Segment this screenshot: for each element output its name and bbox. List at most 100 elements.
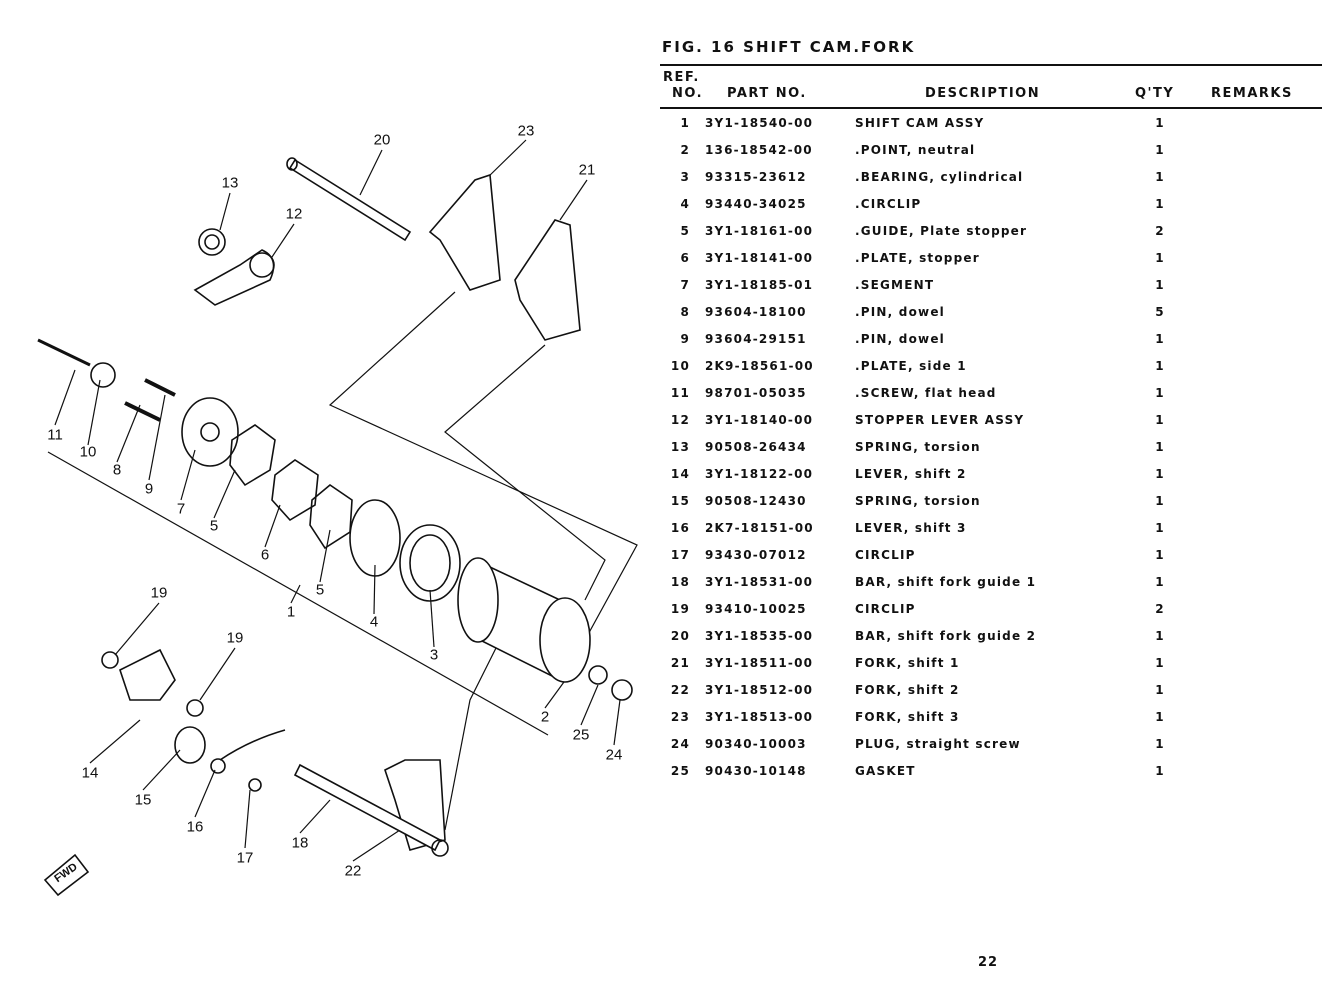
header-qty: Q'TY (1135, 86, 1175, 101)
callout-number: 22 (344, 862, 362, 880)
quantity: 1 (1155, 170, 1165, 184)
callout-number: 15 (134, 791, 152, 809)
divider (660, 107, 1322, 109)
callout-number: 19 (226, 629, 244, 647)
leader-lines (47, 139, 638, 862)
part-number: 3Y1-18513-00 (705, 710, 814, 724)
description: FORK, shift 3 (855, 710, 960, 724)
quantity: 1 (1155, 386, 1165, 400)
description: .GUIDE, Plate stopper (855, 224, 1028, 238)
table-row: 1 3Y1-18540-00 SHIFT CAM ASSY 1 (660, 116, 1322, 143)
ref-no: 21 (670, 656, 690, 670)
description: .PIN, dowel (855, 332, 945, 346)
part-number: 93604-18100 (705, 305, 807, 319)
callout-number: 8 (112, 461, 122, 479)
quantity: 1 (1155, 521, 1165, 535)
callout-number: 5 (315, 581, 325, 599)
quantity: 1 (1155, 413, 1165, 427)
quantity: 5 (1155, 305, 1165, 319)
ref-no: 11 (670, 386, 690, 400)
callout-number: 12 (285, 205, 303, 223)
ref-no: 3 (680, 170, 690, 184)
ref-no: 12 (670, 413, 690, 427)
quantity: 1 (1155, 332, 1165, 346)
callout-number: 9 (144, 480, 154, 498)
quantity: 1 (1155, 629, 1165, 643)
callout-number: 7 (176, 500, 186, 518)
exploded-parts-diagram (37, 139, 638, 897)
part-number: 3Y1-18185-01 (705, 278, 814, 292)
ref-no: 6 (680, 251, 690, 265)
part-number: 3Y1-18540-00 (705, 116, 814, 130)
quantity: 1 (1155, 494, 1165, 508)
description: .PLATE, stopper (855, 251, 980, 265)
quantity: 2 (1155, 224, 1165, 238)
table-row: 18 3Y1-18531-00 BAR, shift fork guide 1 1 (660, 575, 1322, 602)
quantity: 1 (1155, 656, 1165, 670)
part-number: 2K7-18151-00 (705, 521, 814, 535)
table-row: 21 3Y1-18511-00 FORK, shift 1 1 (660, 656, 1322, 683)
description: PLUG, straight screw (855, 737, 1021, 751)
description: .PIN, dowel (855, 305, 945, 319)
quantity: 1 (1155, 197, 1165, 211)
description: CIRCLIP (855, 602, 916, 616)
ref-no: 19 (670, 602, 690, 616)
ref-no: 9 (680, 332, 690, 346)
part-number: 3Y1-18161-00 (705, 224, 814, 238)
description: LEVER, shift 3 (855, 521, 967, 535)
quantity: 1 (1155, 359, 1165, 373)
callout-number: 3 (429, 646, 439, 664)
callout-number: 25 (572, 726, 590, 744)
description: BAR, shift fork guide 1 (855, 575, 1037, 589)
header-ref-line1: REF. (663, 70, 700, 85)
part-number: 2K9-18561-00 (705, 359, 814, 373)
part-number: 3Y1-18122-00 (705, 467, 814, 481)
ref-no: 25 (670, 764, 690, 778)
description: .BEARING, cylindrical (855, 170, 1024, 184)
description: SHIFT CAM ASSY (855, 116, 985, 130)
part-number: 90508-12430 (705, 494, 807, 508)
description: .POINT, neutral (855, 143, 976, 157)
callout-number: 11 (47, 426, 63, 444)
quantity: 1 (1155, 548, 1165, 562)
description: .PLATE, side 1 (855, 359, 967, 373)
quantity: 1 (1155, 737, 1165, 751)
callout-number: 14 (81, 764, 99, 782)
quantity: 2 (1155, 602, 1165, 616)
part-number: 3Y1-18531-00 (705, 575, 814, 589)
description: STOPPER LEVER ASSY (855, 413, 1025, 427)
description: FORK, shift 1 (855, 656, 960, 670)
callout-number: 24 (605, 746, 623, 764)
part-number: 3Y1-18512-00 (705, 683, 814, 697)
ref-no: 20 (670, 629, 690, 643)
ref-no: 17 (670, 548, 690, 562)
ref-no: 4 (680, 197, 690, 211)
header-ref-line2: NO. (672, 86, 704, 101)
part-number: 93430-07012 (705, 548, 807, 562)
quantity: 1 (1155, 116, 1165, 130)
quantity: 1 (1155, 575, 1165, 589)
part-number: 98701-05035 (705, 386, 807, 400)
ref-no: 18 (670, 575, 690, 589)
quantity: 1 (1155, 251, 1165, 265)
part-number: 3Y1-18140-00 (705, 413, 814, 427)
part-number: 3Y1-18511-00 (705, 656, 814, 670)
callout-number: 21 (578, 161, 596, 179)
description: FORK, shift 2 (855, 683, 960, 697)
ref-no: 1 (680, 116, 690, 130)
callout-number: 4 (369, 613, 379, 631)
part-number: 136-18542-00 (705, 143, 813, 157)
